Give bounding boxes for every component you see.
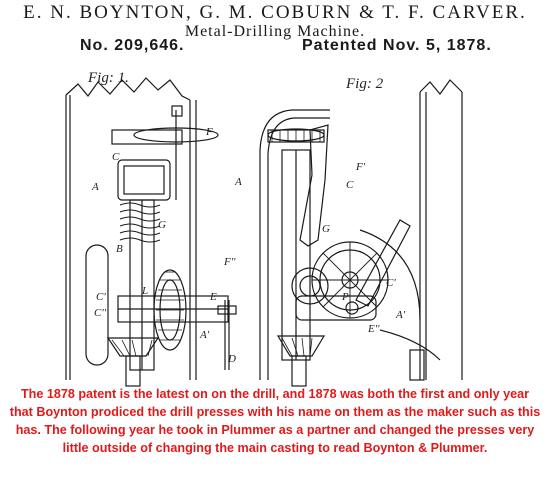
part-label-f: F [205, 126, 213, 138]
patent-number: No. 209,646. [80, 37, 185, 54]
part-label-c-double-prime: C'' [94, 307, 107, 319]
part-label-b: B [116, 243, 123, 255]
part-label-f-prime: F' [355, 161, 366, 173]
part-label-g-fig2: G [322, 223, 330, 235]
part-label-c-prime-fig2: C' [386, 277, 396, 289]
historical-caption: The 1878 patent is the latest on on the … [9, 387, 541, 455]
part-label-f-double-prime: F'' [223, 256, 236, 268]
part-label-g: G [158, 219, 166, 231]
part-label-a-prime: A' [199, 329, 210, 341]
figure-2-label: Fig: 2 [345, 76, 384, 92]
figure-2-drawing [259, 79, 463, 387]
patent-inventors: E. N. BOYNTON, G. M. COBURN & T. F. CARV… [23, 2, 527, 23]
part-label-a-prime-fig2: A' [395, 309, 406, 321]
patent-drawing: Fig: 1. Fig: 2 A A B C C D F G G L P A' … [65, 70, 463, 387]
part-label-c-fig2: C [346, 179, 354, 191]
part-label-e-double-prime: E'' [367, 323, 380, 335]
part-label-p: P [341, 291, 349, 303]
part-label-e: E [209, 291, 217, 303]
part-label-l: L [141, 285, 148, 297]
patent-title: Metal-Drilling Machine. [184, 23, 366, 40]
figure-1-label: Fig: 1. [87, 70, 129, 86]
part-label-a-fig2: A [234, 176, 242, 188]
part-label-c-prime: C' [96, 291, 106, 303]
patent-date: Patented Nov. 5, 1878. [302, 37, 492, 54]
part-label-c: C [112, 151, 120, 163]
figure-1-drawing [65, 77, 237, 387]
part-label-d: D [227, 353, 236, 365]
part-label-a: A [91, 181, 99, 193]
